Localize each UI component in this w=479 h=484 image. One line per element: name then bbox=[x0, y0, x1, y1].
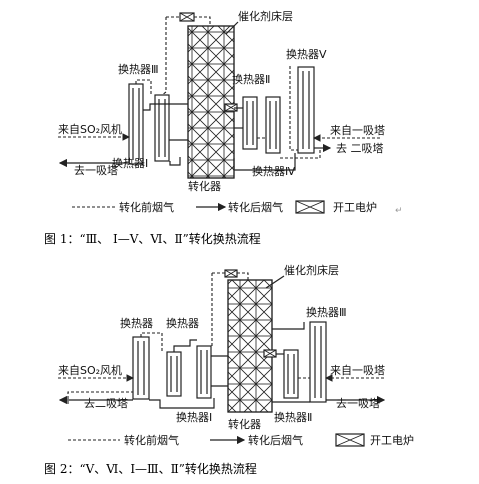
flow-line bbox=[161, 17, 167, 96]
heat-exchanger-2 bbox=[242, 96, 258, 150]
flow-line bbox=[143, 103, 188, 111]
from-absorber-label: 来自一吸塔 bbox=[330, 124, 385, 137]
converter-label: 转化器 bbox=[188, 179, 221, 193]
flow-line bbox=[67, 391, 133, 404]
flow-line bbox=[233, 153, 296, 171]
flow-line bbox=[289, 66, 298, 151]
legend-label-heater: 开工电炉 bbox=[333, 201, 377, 214]
from-so2-label: 来自SO₂风机 bbox=[58, 122, 122, 136]
from-absorber-label: 来自一吸塔 bbox=[330, 364, 385, 377]
heater-icon bbox=[263, 349, 277, 358]
hx-b-label: 换热器 bbox=[166, 316, 199, 330]
heat-exchanger-1 bbox=[196, 345, 212, 399]
legend: 转化前烟气 转化后烟气 开工电炉 ↵ bbox=[72, 200, 403, 216]
flow-line bbox=[149, 398, 215, 409]
flow-line bbox=[169, 157, 181, 166]
hx5-label: 换热器Ⅴ bbox=[286, 47, 327, 61]
hx-a-label: 换热器 bbox=[120, 316, 153, 330]
paragraph-mark: ↵ bbox=[395, 206, 403, 216]
heater-icon bbox=[179, 12, 195, 22]
catalyst-bed-label: 催化剂床层 bbox=[284, 263, 339, 277]
heater-icon bbox=[224, 269, 238, 278]
heat-exchanger-5 bbox=[297, 66, 315, 154]
heat-exchanger-3 bbox=[128, 83, 144, 165]
heater-icon bbox=[295, 200, 325, 214]
hx3-label: 换热器Ⅲ bbox=[306, 305, 347, 319]
figure-2: 催化剂床层 换热器 换热器 换热器Ⅰ 来自SO₂风机 去二吸塔 bbox=[44, 263, 414, 476]
legend-label-before: 转化前烟气 bbox=[119, 200, 174, 214]
figure-1-caption: 图 1：“Ⅲ、 Ⅰ—Ⅴ、Ⅵ、Ⅱ”转化换热流程 bbox=[44, 231, 261, 246]
flow-line bbox=[272, 322, 305, 330]
flow-line bbox=[237, 272, 249, 280]
hx1-label: 换热器Ⅰ bbox=[176, 410, 212, 424]
to-second-absorber-label: 去 二吸塔 bbox=[336, 142, 384, 155]
figure-1: 催化剂床层 换热器Ⅲ 换热器Ⅰ 来自SO₂风机 去一吸塔 换热器Ⅱ bbox=[44, 9, 403, 246]
leader-line bbox=[225, 21, 239, 35]
to-second-absorber-label: 去二吸塔 bbox=[84, 397, 128, 410]
converter-label: 转化器 bbox=[228, 417, 261, 431]
heat-exchanger-6 bbox=[166, 351, 182, 397]
flow-line bbox=[140, 332, 163, 352]
legend-label-before: 转化前烟气 bbox=[124, 433, 179, 447]
hx1-label: 换热器Ⅰ bbox=[112, 156, 148, 170]
heat-exchanger-2 bbox=[283, 349, 299, 399]
converter-tower-1 bbox=[187, 25, 235, 179]
legend-label-heater: 开工电炉 bbox=[370, 434, 414, 447]
catalyst-bed-label: 催化剂床层 bbox=[238, 9, 293, 23]
heat-exchanger-5 bbox=[132, 336, 150, 400]
figure-2-caption: 图 2：“Ⅴ、Ⅵ、Ⅰ—Ⅲ、Ⅱ”转化换热流程 bbox=[44, 461, 257, 476]
flow-line bbox=[173, 339, 197, 352]
legend-label-after: 转化后烟气 bbox=[248, 433, 303, 447]
hx3-label: 换热器Ⅲ bbox=[118, 62, 159, 76]
hx4-label: 换热器Ⅳ bbox=[252, 164, 296, 178]
flow-line bbox=[194, 16, 211, 26]
heat-exchanger-1 bbox=[154, 94, 170, 162]
heat-exchanger-3 bbox=[309, 321, 327, 403]
flow-line bbox=[280, 148, 321, 159]
flow-line bbox=[135, 79, 152, 95]
heater-icon bbox=[335, 433, 365, 447]
legend-label-after: 转化后烟气 bbox=[228, 200, 283, 214]
heat-exchanger-4 bbox=[265, 96, 281, 154]
from-so2-label: 来自SO₂风机 bbox=[58, 363, 122, 377]
legend: 转化前烟气 转化后烟气 开工电炉 bbox=[68, 433, 414, 447]
leader-line bbox=[265, 275, 285, 289]
converter-tower-2 bbox=[227, 279, 273, 413]
to-first-absorber-label: 去一吸塔 bbox=[74, 164, 118, 177]
hx2-label: 换热器Ⅱ bbox=[232, 72, 270, 86]
to-first-absorber-label: 去一吸塔 bbox=[336, 397, 380, 410]
hx2-label: 换热器Ⅱ bbox=[274, 410, 312, 424]
